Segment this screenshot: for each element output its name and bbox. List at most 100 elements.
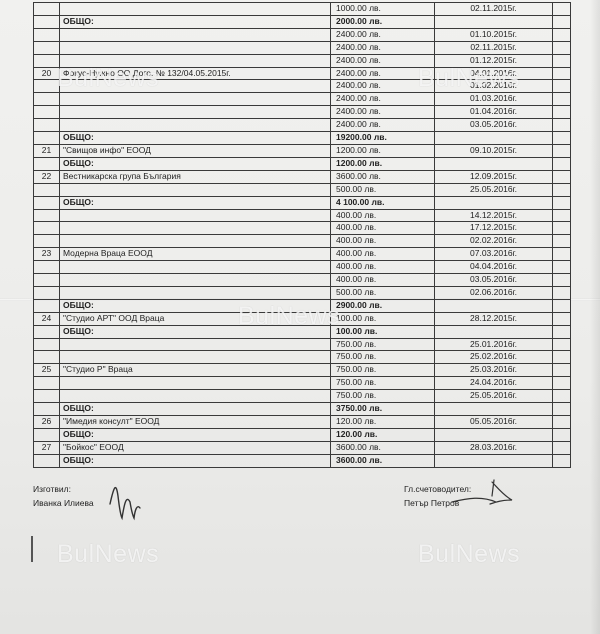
table-row: 750.00 лв.25.02.2016г. <box>33 350 571 365</box>
watermark: BulNews <box>418 64 521 92</box>
spacer-cell <box>552 273 571 287</box>
table-row: 400.00 лв.14.12.2015г. <box>33 208 571 223</box>
spacer-cell <box>552 415 571 429</box>
watermark: BulNews <box>238 302 341 330</box>
date-cell: 14.12.2015г. <box>434 208 553 223</box>
amount-cell: 2400.00 лв. <box>330 105 435 120</box>
table-row: 2400.00 лв.01.02.2016г. <box>33 79 571 94</box>
spacer-cell <box>552 27 571 42</box>
spacer-cell <box>552 40 571 55</box>
page-shadow <box>590 0 600 634</box>
prepared-by-label: Изготвил: <box>33 484 71 494</box>
amount-cell: 500.00 лв. <box>330 285 435 300</box>
company-cell: Модерна Враца ЕООД <box>59 247 331 262</box>
row-number-cell <box>33 208 60 223</box>
table-row: 1000.00 лв.02.11.2015г. <box>33 2 571 16</box>
date-cell <box>434 402 553 416</box>
date-cell: 02.02.2016г. <box>434 234 553 249</box>
total-row: ОБЩО:100.00 лв. <box>33 324 571 339</box>
prepared-by-name: Иванка Илиева <box>33 498 94 508</box>
row-number-cell <box>33 53 60 68</box>
spacer-cell <box>552 247 571 262</box>
amount-cell: 750.00 лв. <box>330 337 435 352</box>
row-number-cell <box>33 40 60 55</box>
spacer-cell <box>552 53 571 68</box>
spacer-cell <box>552 169 571 184</box>
amount-cell: 400.00 лв. <box>330 260 435 275</box>
amount-cell: 500.00 лв. <box>330 182 435 197</box>
total-row: ОБЩО:19200.00 лв. <box>33 131 571 145</box>
watermark: BulNews <box>57 540 160 568</box>
payments-table: 1000.00 лв.02.11.2015г.ОБЩО:2000.00 лв.2… <box>33 2 571 468</box>
company-cell: ОБЩО: <box>59 195 331 210</box>
date-cell: 28.12.2015г. <box>434 311 553 326</box>
watermark: BulNews <box>418 540 521 568</box>
amount-cell: 2400.00 лв. <box>330 40 435 55</box>
amount-cell: 3750.00 лв. <box>330 402 435 416</box>
amount-cell: 400.00 лв. <box>330 208 435 223</box>
spacer-cell <box>552 182 571 197</box>
row-number-cell <box>33 182 60 197</box>
row-number-cell <box>33 389 60 404</box>
row-number-cell <box>33 298 60 313</box>
spacer-cell <box>552 221 571 236</box>
table-row: 750.00 лв.24.04.2016г. <box>33 376 571 391</box>
company-cell <box>59 118 331 133</box>
company-cell: ОБЩО: <box>59 131 331 145</box>
amount-cell: 1000.00 лв. <box>330 2 435 16</box>
amount-cell: 750.00 лв. <box>330 350 435 365</box>
date-cell: 24.04.2016г. <box>434 376 553 391</box>
table-row: 2400.00 лв.01.10.2015г. <box>33 27 571 42</box>
spacer-cell <box>552 324 571 339</box>
row-number-cell <box>33 14 60 29</box>
table-row: 2400.00 лв.02.11.2015г. <box>33 40 571 55</box>
company-cell: "Бойкос" ЕООД <box>59 440 331 455</box>
row-number-cell: 23 <box>33 247 60 262</box>
spacer-cell <box>552 298 571 313</box>
table-row: 400.00 лв.04.04.2016г. <box>33 260 571 275</box>
company-cell <box>59 2 331 16</box>
spacer-cell <box>552 105 571 120</box>
amount-cell: 100.00 лв. <box>330 324 435 339</box>
row-number-cell <box>33 350 60 365</box>
amount-cell: 750.00 лв. <box>330 363 435 378</box>
row-number-cell <box>33 402 60 416</box>
row-number-cell <box>33 221 60 236</box>
table-row: 2400.00 лв.01.04.2016г. <box>33 105 571 120</box>
spacer-cell <box>552 195 571 210</box>
amount-cell: 2900.00 лв. <box>330 298 435 313</box>
spacer-cell <box>552 363 571 378</box>
total-row: ОБЩО:2000.00 лв. <box>33 14 571 29</box>
company-cell: "Имедия консулт" ЕООД <box>59 415 331 429</box>
row-number-cell <box>33 131 60 145</box>
date-cell: 01.03.2016г. <box>434 92 553 107</box>
row-number-cell <box>33 105 60 120</box>
amount-cell: 2400.00 лв. <box>330 92 435 107</box>
date-cell: 02.11.2015г. <box>434 40 553 55</box>
date-cell <box>434 298 553 313</box>
spacer-cell <box>552 156 571 171</box>
spacer-cell <box>552 66 571 81</box>
prepared-by-signature <box>109 486 141 521</box>
date-cell: 25.01.2016г. <box>434 337 553 352</box>
table-row: 500.00 лв.25.05.2016г. <box>33 182 571 197</box>
spacer-cell <box>552 234 571 249</box>
amount-cell: 750.00 лв. <box>330 376 435 391</box>
amount-cell: 400.00 лв. <box>330 234 435 249</box>
date-cell: 02.11.2015г. <box>434 2 553 16</box>
payments-table-body: 1000.00 лв.02.11.2015г.ОБЩО:2000.00 лв.2… <box>33 2 571 468</box>
spacer-cell <box>552 402 571 416</box>
date-cell: 25.03.2016г. <box>434 363 553 378</box>
table-row: 2400.00 лв.01.03.2016г. <box>33 92 571 107</box>
table-row: 2400.00 лв.03.05.2016г. <box>33 118 571 133</box>
spacer-cell <box>552 453 571 468</box>
row-number-cell: 24 <box>33 311 60 326</box>
spacer-cell <box>552 389 571 404</box>
row-number-cell <box>33 27 60 42</box>
spacer-cell <box>552 337 571 352</box>
company-cell: ОБЩО: <box>59 402 331 416</box>
